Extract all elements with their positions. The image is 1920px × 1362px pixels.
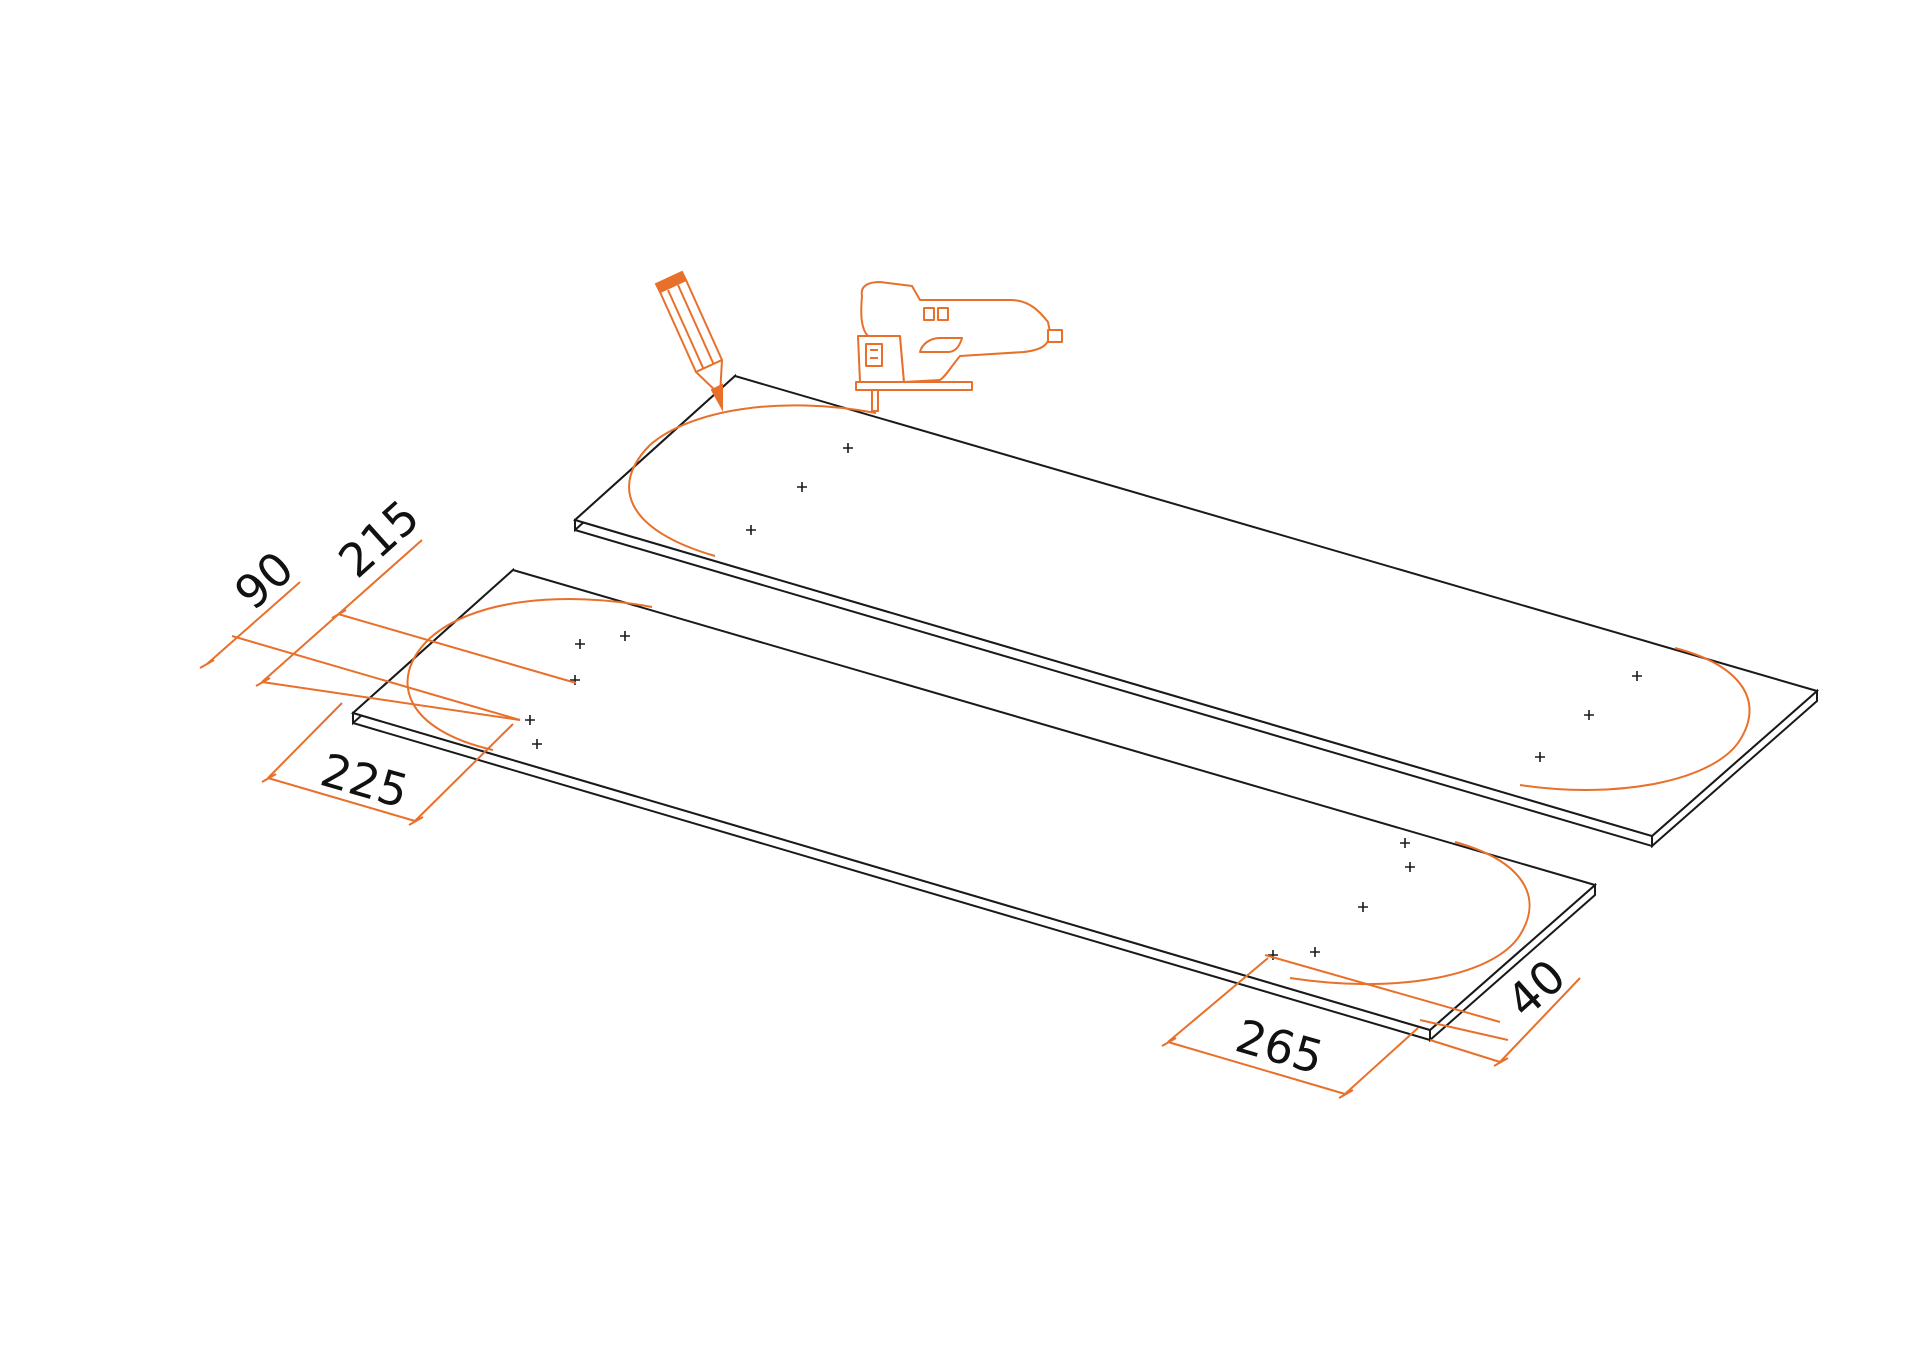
lower-board-cut-right [1289,841,1531,986]
dim-265-label: 265 [1230,1009,1329,1085]
lower-board-top [350,568,1598,1032]
dim-215-label: 215 [328,489,429,588]
upper-board [572,373,1820,849]
upper-board-cut-left [628,404,877,557]
upper-board-marks [746,443,1642,762]
upper-board-top [572,374,1820,838]
upper-board-cut-right [1519,647,1751,791]
jigsaw-icon [855,281,1063,412]
dim-90-label: 90 [224,541,304,620]
pencil-icon [654,270,723,412]
lower-board [350,567,1598,1043]
dim-225-label: 225 [315,743,414,819]
